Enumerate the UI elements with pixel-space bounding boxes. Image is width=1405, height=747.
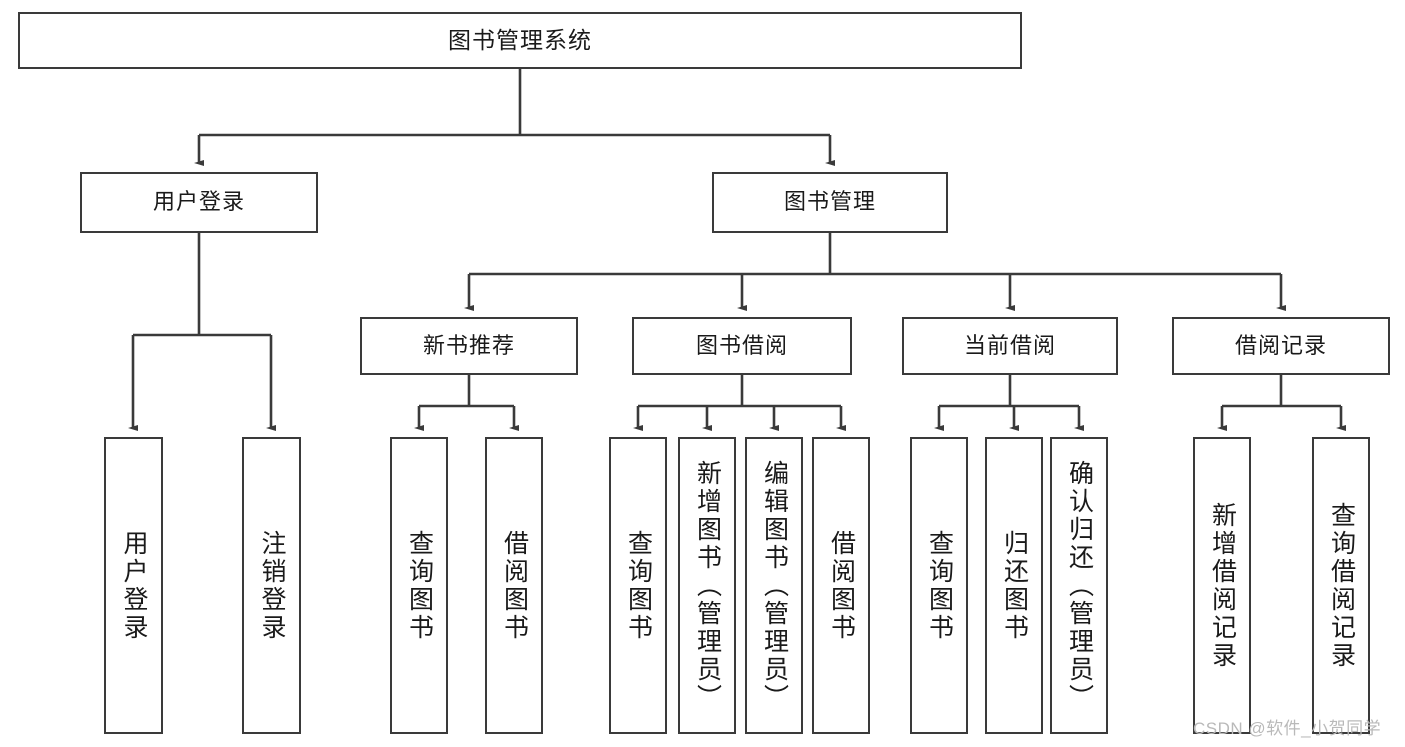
node-new-book-recommend[interactable]: 新书推荐 <box>360 317 578 375</box>
node-borrow-record[interactable]: 借阅记录 <box>1172 317 1390 375</box>
node-user-login-label: 用户登录 <box>152 189 245 215</box>
node-leaf-add-book[interactable]: 新增图书（管理员） <box>678 437 736 734</box>
node-leaf-add-record[interactable]: 新增借阅记录 <box>1193 437 1251 734</box>
node-leaf-borrow-book-1-label: 借阅图书 <box>500 529 529 642</box>
node-current-borrow[interactable]: 当前借阅 <box>902 317 1118 375</box>
node-leaf-confirm-return[interactable]: 确认归还（管理员） <box>1050 437 1108 734</box>
node-leaf-query-book-1[interactable]: 查询图书 <box>390 437 448 734</box>
node-leaf-query-book-3[interactable]: 查询图书 <box>910 437 968 734</box>
node-leaf-query-book-2-label: 查询图书 <box>624 529 653 642</box>
node-root[interactable]: 图书管理系统 <box>18 12 1022 69</box>
node-leaf-query-record[interactable]: 查询借阅记录 <box>1312 437 1370 734</box>
node-leaf-query-record-label: 查询借阅记录 <box>1327 501 1356 670</box>
node-book-borrow[interactable]: 图书借阅 <box>632 317 852 375</box>
node-book-borrow-label: 图书借阅 <box>695 332 788 358</box>
node-leaf-return-book-label: 归还图书 <box>1000 529 1029 642</box>
node-leaf-borrow-book-1[interactable]: 借阅图书 <box>485 437 543 734</box>
node-leaf-user-login-label: 用户登录 <box>120 529 148 642</box>
node-leaf-query-book-2[interactable]: 查询图书 <box>609 437 667 734</box>
node-leaf-edit-book-label: 编辑图书（管理员） <box>760 459 789 712</box>
node-leaf-query-book-1-label: 查询图书 <box>405 529 434 642</box>
node-leaf-logout[interactable]: 注销登录 <box>242 437 301 734</box>
node-current-borrow-label: 当前借阅 <box>963 332 1056 358</box>
node-leaf-return-book[interactable]: 归还图书 <box>985 437 1043 734</box>
csdn-watermark: CSDN @软件_小贺同学 <box>1193 719 1382 738</box>
node-leaf-add-book-label: 新增图书（管理员） <box>693 459 722 712</box>
node-user-login[interactable]: 用户登录 <box>80 172 318 233</box>
node-root-label: 图书管理系统 <box>448 27 592 54</box>
node-leaf-logout-label: 注销登录 <box>258 529 286 642</box>
node-book-manage[interactable]: 图书管理 <box>712 172 948 233</box>
node-leaf-query-book-3-label: 查询图书 <box>925 529 954 642</box>
node-leaf-borrow-book-2[interactable]: 借阅图书 <box>812 437 870 734</box>
node-leaf-confirm-return-label: 确认归还（管理员） <box>1065 459 1094 712</box>
node-leaf-add-record-label: 新增借阅记录 <box>1208 501 1237 670</box>
node-leaf-user-login[interactable]: 用户登录 <box>104 437 163 734</box>
node-leaf-borrow-book-2-label: 借阅图书 <box>827 529 856 642</box>
node-book-manage-label: 图书管理 <box>783 189 876 215</box>
node-leaf-edit-book[interactable]: 编辑图书（管理员） <box>745 437 803 734</box>
node-new-book-recommend-label: 新书推荐 <box>422 332 515 358</box>
node-borrow-record-label: 借阅记录 <box>1234 332 1327 358</box>
